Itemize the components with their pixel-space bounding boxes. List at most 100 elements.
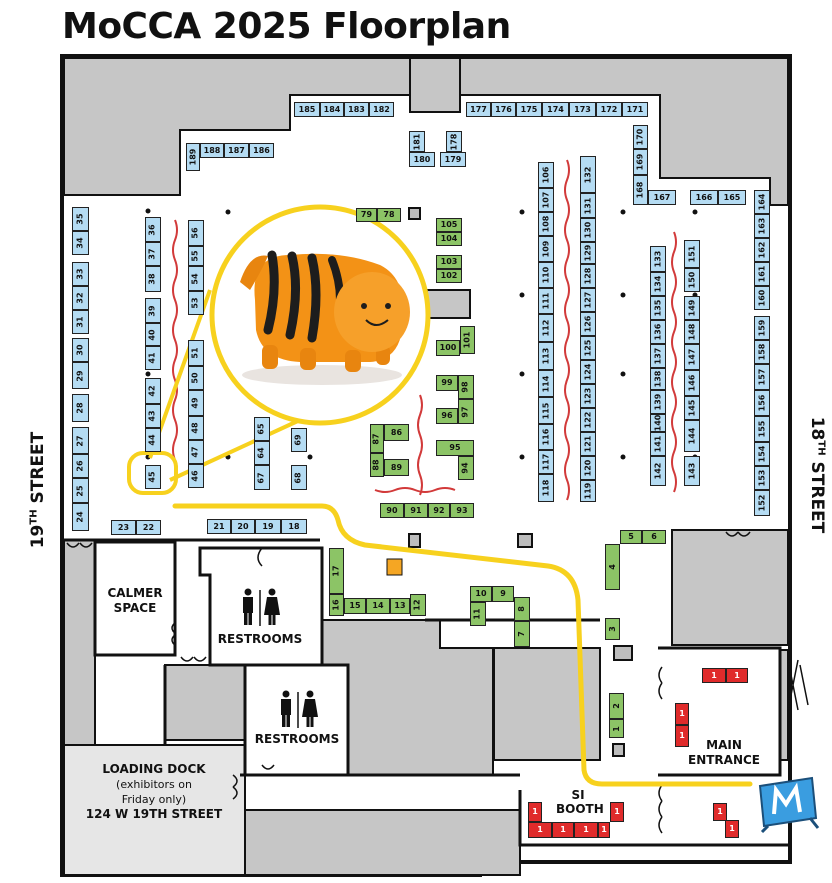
booth-88[interactable]: 88 — [370, 453, 384, 477]
booth-107[interactable]: 107 — [538, 188, 554, 212]
booth-130[interactable]: 130 — [580, 218, 596, 242]
booth-183[interactable]: 183 — [344, 102, 369, 117]
booth-1[interactable]: 1 — [574, 822, 598, 838]
booth-31[interactable]: 31 — [72, 310, 89, 334]
booth-185[interactable]: 185 — [294, 102, 320, 117]
booth-27[interactable]: 27 — [72, 427, 89, 454]
booth-86[interactable]: 86 — [384, 424, 409, 441]
booth-111[interactable]: 111 — [538, 288, 554, 314]
booth-121[interactable]: 121 — [580, 432, 596, 456]
booth-131[interactable]: 131 — [580, 193, 596, 218]
booth-127[interactable]: 127 — [580, 288, 596, 312]
booth-167[interactable]: 167 — [648, 190, 676, 205]
booth-132[interactable]: 132 — [580, 156, 596, 193]
booth-47[interactable]: 47 — [188, 440, 204, 464]
booth-176[interactable]: 176 — [491, 102, 516, 117]
booth-55[interactable]: 55 — [188, 246, 204, 266]
booth-1[interactable]: 1 — [713, 803, 727, 821]
booth-102[interactable]: 102 — [436, 269, 462, 283]
booth-10[interactable]: 10 — [470, 586, 492, 602]
booth-189[interactable]: 189 — [186, 143, 200, 171]
booth-1[interactable]: 1 — [609, 719, 624, 738]
booth-117[interactable]: 117 — [538, 450, 554, 474]
booth-25[interactable]: 25 — [72, 478, 89, 503]
booth-169[interactable]: 169 — [633, 149, 648, 175]
booth-33[interactable]: 33 — [72, 262, 89, 286]
booth-157[interactable]: 157 — [754, 364, 770, 390]
booth-143[interactable]: 143 — [684, 456, 700, 486]
booth-46[interactable]: 46 — [188, 464, 204, 488]
booth-125[interactable]: 125 — [580, 336, 596, 360]
booth-173[interactable]: 173 — [569, 102, 596, 117]
booth-5[interactable]: 5 — [620, 530, 642, 544]
booth-148[interactable]: 148 — [684, 320, 700, 344]
booth-1[interactable]: 1 — [675, 703, 689, 725]
booth-146[interactable]: 146 — [684, 370, 700, 396]
booth-154[interactable]: 154 — [754, 442, 770, 466]
booth-179[interactable]: 179 — [440, 152, 466, 167]
booth-152[interactable]: 152 — [754, 490, 770, 516]
booth-4[interactable]: 4 — [605, 544, 620, 590]
booth-172[interactable]: 172 — [596, 102, 622, 117]
booth-118[interactable]: 118 — [538, 474, 554, 502]
booth-147[interactable]: 147 — [684, 344, 700, 370]
booth-137[interactable]: 137 — [650, 344, 666, 368]
booth-164[interactable]: 164 — [754, 190, 770, 214]
booth-144[interactable]: 144 — [684, 420, 700, 452]
booth-97[interactable]: 97 — [458, 399, 474, 424]
booth-1[interactable]: 1 — [726, 668, 748, 683]
booth-165[interactable]: 165 — [718, 190, 746, 205]
booth-113[interactable]: 113 — [538, 342, 554, 370]
booth-161[interactable]: 161 — [754, 262, 770, 286]
booth-136[interactable]: 136 — [650, 320, 666, 344]
booth-11[interactable]: 11 — [470, 602, 486, 626]
booth-87[interactable]: 87 — [370, 424, 384, 453]
booth-108[interactable]: 108 — [538, 212, 554, 236]
booth-16[interactable]: 16 — [329, 594, 344, 616]
booth-138[interactable]: 138 — [650, 368, 666, 390]
booth-32[interactable]: 32 — [72, 286, 89, 310]
booth-177[interactable]: 177 — [466, 102, 491, 117]
booth-122[interactable]: 122 — [580, 408, 596, 432]
booth-160[interactable]: 160 — [754, 286, 770, 310]
booth-187[interactable]: 187 — [224, 143, 249, 158]
booth-13[interactable]: 13 — [390, 598, 410, 614]
booth-112[interactable]: 112 — [538, 314, 554, 342]
booth-37[interactable]: 37 — [145, 242, 161, 266]
booth-105[interactable]: 105 — [436, 218, 462, 232]
booth-142[interactable]: 142 — [650, 456, 666, 486]
booth-44[interactable]: 44 — [145, 428, 161, 452]
booth-53[interactable]: 53 — [188, 291, 204, 315]
booth-14[interactable]: 14 — [366, 598, 390, 614]
booth-133[interactable]: 133 — [650, 246, 666, 272]
booth-26[interactable]: 26 — [72, 454, 89, 478]
booth-54[interactable]: 54 — [188, 266, 204, 291]
booth-100[interactable]: 100 — [436, 340, 460, 356]
booth-24[interactable]: 24 — [72, 503, 89, 531]
booth-103[interactable]: 103 — [436, 255, 462, 269]
booth-43[interactable]: 43 — [145, 404, 161, 428]
booth-158[interactable]: 158 — [754, 340, 770, 364]
booth-168[interactable]: 168 — [633, 175, 648, 205]
booth-19[interactable]: 19 — [255, 519, 281, 534]
booth-162[interactable]: 162 — [754, 238, 770, 262]
booth-22[interactable]: 22 — [136, 520, 161, 535]
booth-41[interactable]: 41 — [145, 346, 161, 370]
booth-182[interactable]: 182 — [369, 102, 394, 117]
booth-35[interactable]: 35 — [72, 207, 89, 231]
booth-159[interactable]: 159 — [754, 316, 770, 340]
booth-153[interactable]: 153 — [754, 466, 770, 490]
booth-67[interactable]: 67 — [254, 465, 270, 490]
booth-36[interactable]: 36 — [145, 217, 161, 242]
booth-119[interactable]: 119 — [580, 480, 596, 502]
booth-141[interactable]: 141 — [650, 432, 666, 456]
booth-23[interactable]: 23 — [111, 520, 136, 535]
booth-101[interactable]: 101 — [460, 326, 475, 354]
booth-65[interactable]: 65 — [254, 417, 270, 441]
booth-178[interactable]: 178 — [446, 131, 462, 152]
booth-15[interactable]: 15 — [344, 598, 366, 614]
booth-3[interactable]: 3 — [605, 618, 620, 640]
booth-114[interactable]: 114 — [538, 370, 554, 397]
booth-79[interactable]: 79 — [356, 208, 377, 222]
booth-91[interactable]: 91 — [404, 503, 428, 518]
